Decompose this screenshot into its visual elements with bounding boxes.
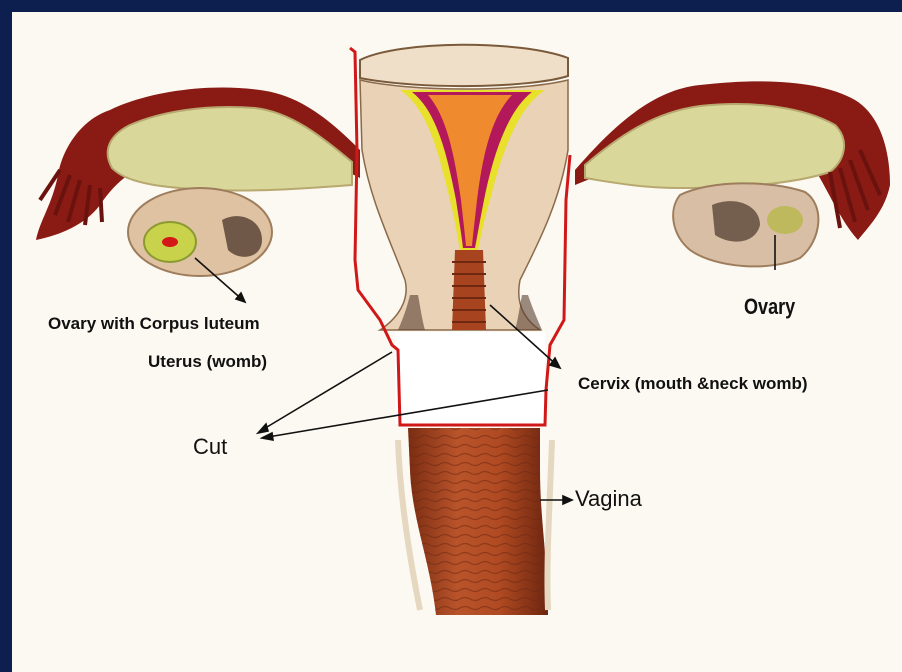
label-cut: Cut: [193, 434, 227, 460]
cut-section-blank: [395, 332, 545, 424]
reproductive-anatomy-illustration: [12, 12, 902, 672]
diagram-panel: Ovary with Corpus luteum Uterus (womb) O…: [12, 12, 902, 672]
label-uterus: Uterus (womb): [148, 352, 267, 372]
uterus: [360, 45, 568, 330]
label-cervix: Cervix (mouth &neck womb): [578, 374, 808, 394]
label-vagina: Vagina: [575, 486, 642, 512]
right-ovary: [673, 183, 818, 266]
label-ovary-corpus-luteum: Ovary with Corpus luteum: [48, 314, 260, 334]
label-ovary: Ovary: [744, 294, 795, 320]
vagina: [398, 428, 552, 615]
